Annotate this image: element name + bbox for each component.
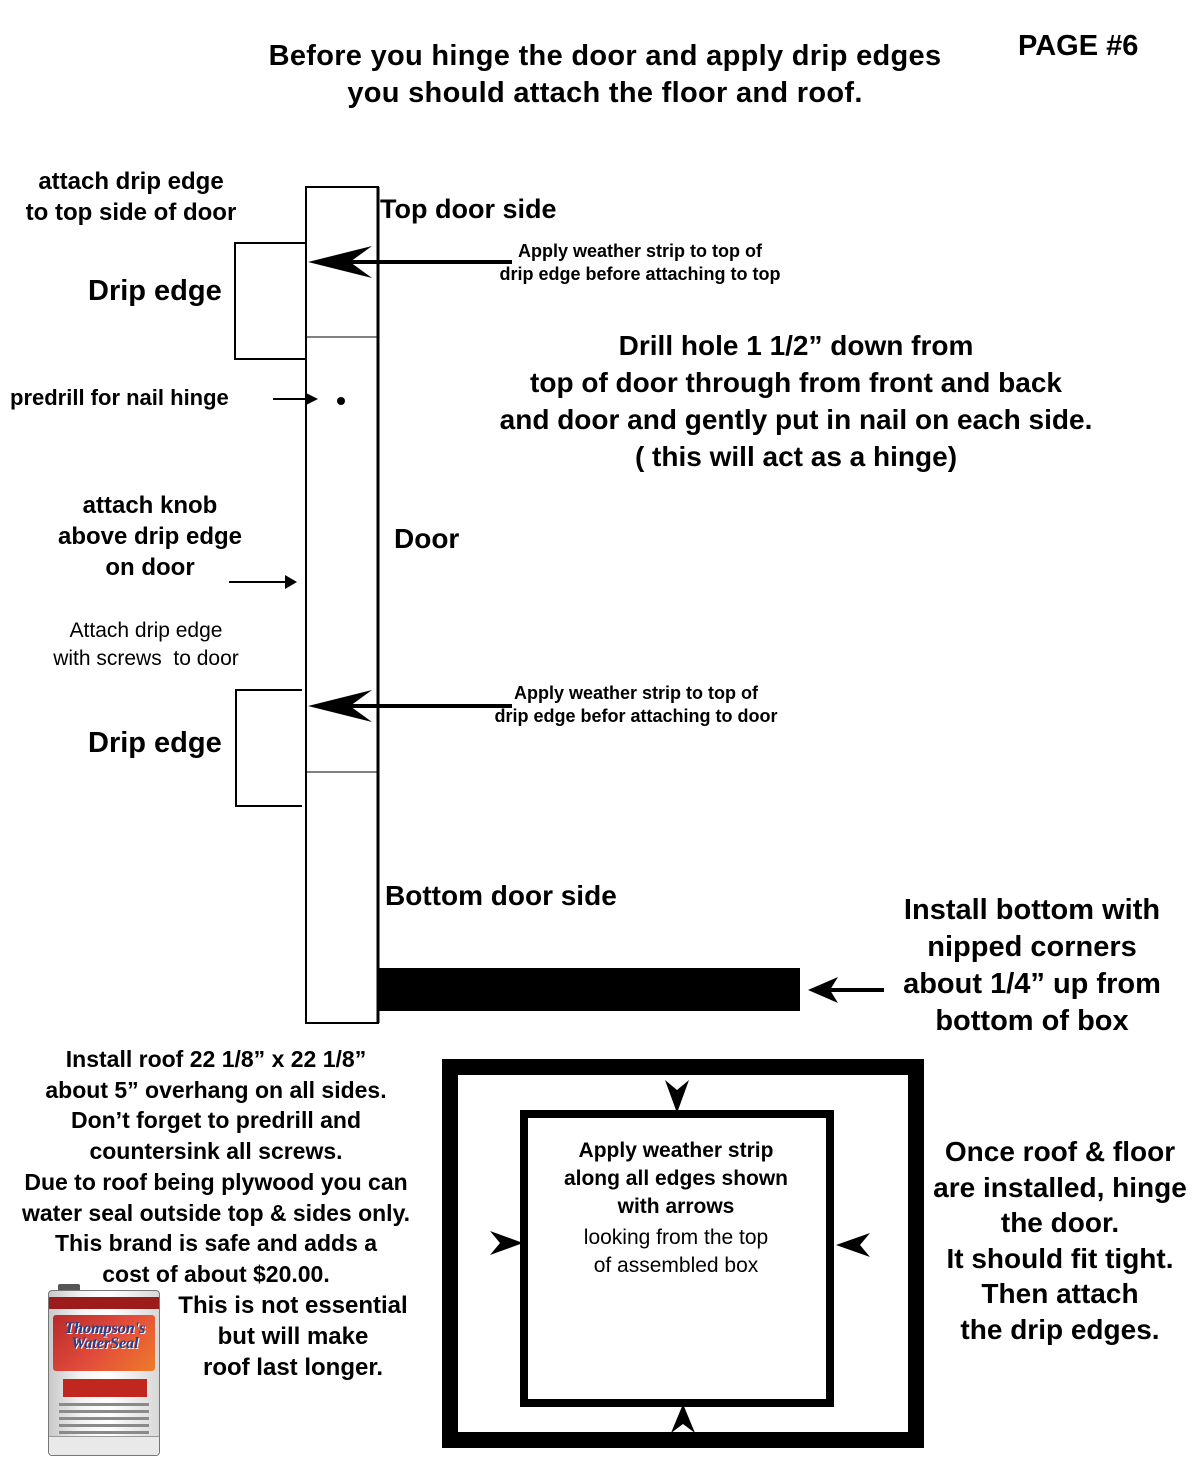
roof-line-2: about 5” overhang on all sides. <box>45 1076 387 1103</box>
predrill-label: predrill for nail hinge <box>10 385 229 410</box>
final-line-5: Then attach <box>981 1278 1139 1309</box>
not-essential-line-3: roof last longer. <box>202 1354 384 1381</box>
can-cap <box>58 1284 80 1294</box>
not-essential-note: This is not essential but will make roof… <box>162 1290 424 1383</box>
install-bottom-line-2: nipped corners <box>927 931 1137 963</box>
drip-edge-top-label: Drip edge <box>88 275 222 307</box>
weather-top-arrow-head <box>308 246 372 278</box>
box-inner <box>520 1110 834 1407</box>
weather-top-line-1: Apply weather strip to top of <box>517 241 762 261</box>
weather-top-line-2: drip edge before attaching to top <box>499 264 781 284</box>
can-logo-panel <box>53 1315 155 1371</box>
knob-arrow-head <box>285 575 297 589</box>
predrill-arrow-head <box>306 393 318 405</box>
box-arrow-top <box>665 1080 689 1113</box>
can-top-band <box>49 1297 159 1309</box>
page-title: Before you hinge the door and apply drip… <box>210 38 1000 112</box>
door-panel <box>305 186 379 1024</box>
screws-instruction: Attach drip edge with screws to door <box>20 617 272 673</box>
box-outer <box>442 1059 924 1448</box>
weather-bottom-line-2: drip edge befor attaching to door <box>494 706 778 726</box>
can-brand-logo: Thompson's WaterSeal <box>64 1320 146 1352</box>
can-fine-print <box>59 1403 149 1438</box>
bottom-door-side-label: Bottom door side <box>385 880 617 911</box>
knob-instruction-line-2: above drip edge <box>57 523 243 550</box>
roof-line-1: Install roof 22 1/8” x 22 1/8” <box>65 1046 367 1072</box>
roof-line-3: Don’t forget to predrill and <box>70 1107 362 1134</box>
knob-instruction-line-1: attach knob <box>82 492 218 519</box>
not-essential-line-2: but will make <box>217 1323 369 1350</box>
roof-instructions: Install roof 22 1/8” x 22 1/8” about 5” … <box>0 1044 432 1290</box>
weather-top-callout: Apply weather strip to top of drip edge … <box>470 240 810 286</box>
install-bottom-line-3: about 1/4” up from <box>903 968 1161 1000</box>
waterseal-can-image: Thompson's WaterSeal <box>48 1290 160 1456</box>
screws-instruction-line-2: with screws to door <box>53 647 239 670</box>
roof-line-6: water seal outside top & sides only. <box>21 1199 411 1226</box>
roof-line-4: countersink all screws. <box>89 1138 343 1165</box>
knob-instruction-line-3: on door <box>105 554 195 581</box>
install-bottom-line-4: bottom of box <box>935 1005 1129 1037</box>
box-caption-line-3: with arrows <box>617 1195 735 1218</box>
knob-instruction: attach knob above drip edge on door <box>40 490 260 583</box>
final-instructions: Once roof & floor are installed, hinge t… <box>922 1134 1198 1347</box>
box-caption-line-5: of assembled box <box>593 1254 759 1277</box>
final-line-3: the door. <box>1000 1207 1120 1238</box>
drill-hole-instruction: Drill hole 1 1/2” down from top of door … <box>440 327 1152 475</box>
drill-hole-line-4: ( this will act as a hinge) <box>634 441 958 472</box>
title-line-2: you should attach the floor and roof. <box>347 77 863 109</box>
page-number: PAGE #6 <box>1018 30 1139 62</box>
roof-line-7: This brand is safe and adds a <box>54 1230 378 1257</box>
box-arrow-right <box>836 1233 870 1257</box>
top-door-side-label: Top door side <box>380 194 557 224</box>
drill-hole-line-2: top of door through from front and back <box>530 367 1062 398</box>
not-essential-line-1: This is not essential <box>178 1292 408 1319</box>
final-line-2: are installed, hinge <box>933 1171 1187 1203</box>
box-arrow-bottom <box>671 1404 695 1433</box>
top-drip-edge <box>234 242 306 360</box>
box-caption-line-1: Apply weather strip <box>578 1139 774 1162</box>
install-bottom-instruction: Install bottom with nipped corners about… <box>880 892 1184 1040</box>
screws-instruction-line-1: Attach drip edge <box>69 619 223 642</box>
roof-line-5: Due to roof being plywood you can <box>24 1168 408 1195</box>
drill-hole-line-1: Drill hole 1 1/2” down from <box>618 330 974 361</box>
weather-bottom-line-1: Apply weather strip to top of <box>513 683 758 703</box>
door-label: Door <box>394 523 460 554</box>
floor-board <box>379 968 800 1011</box>
weather-bottom-arrow-head <box>308 690 372 722</box>
top-drip-instruction-line-2: to top side of door <box>25 199 237 226</box>
bottom-drip-edge <box>235 689 302 807</box>
can-caution-strip <box>49 1436 159 1455</box>
install-bottom-arrow-head <box>808 977 838 1003</box>
title-line-1: Before you hinge the door and apply drip… <box>268 40 942 72</box>
box-caption: Apply weather strip along all edges show… <box>532 1137 820 1280</box>
roof-line-8: cost of about $20.00. <box>102 1260 330 1287</box>
box-arrow-left <box>490 1231 523 1255</box>
final-line-4: It should fit tight. <box>946 1242 1174 1274</box>
top-drip-instruction: attach drip edge to top side of door <box>10 166 252 228</box>
box-caption-line-4: looking from the top <box>583 1226 769 1249</box>
top-drip-instruction-line-1: attach drip edge <box>38 168 224 195</box>
final-line-6: the drip edges. <box>960 1313 1160 1345</box>
can-label-band <box>63 1379 147 1397</box>
final-line-1: Once roof & floor <box>944 1136 1176 1167</box>
drip-edge-bottom-label: Drip edge <box>88 727 222 759</box>
box-caption-line-2: along all edges shown <box>563 1167 789 1190</box>
hinge-hole-dot <box>337 397 345 405</box>
weather-bottom-callout: Apply weather strip to top of drip edge … <box>466 682 806 728</box>
drill-hole-line-3: and door and gently put in nail on each … <box>499 404 1093 435</box>
install-bottom-line-1: Install bottom with <box>903 894 1161 926</box>
